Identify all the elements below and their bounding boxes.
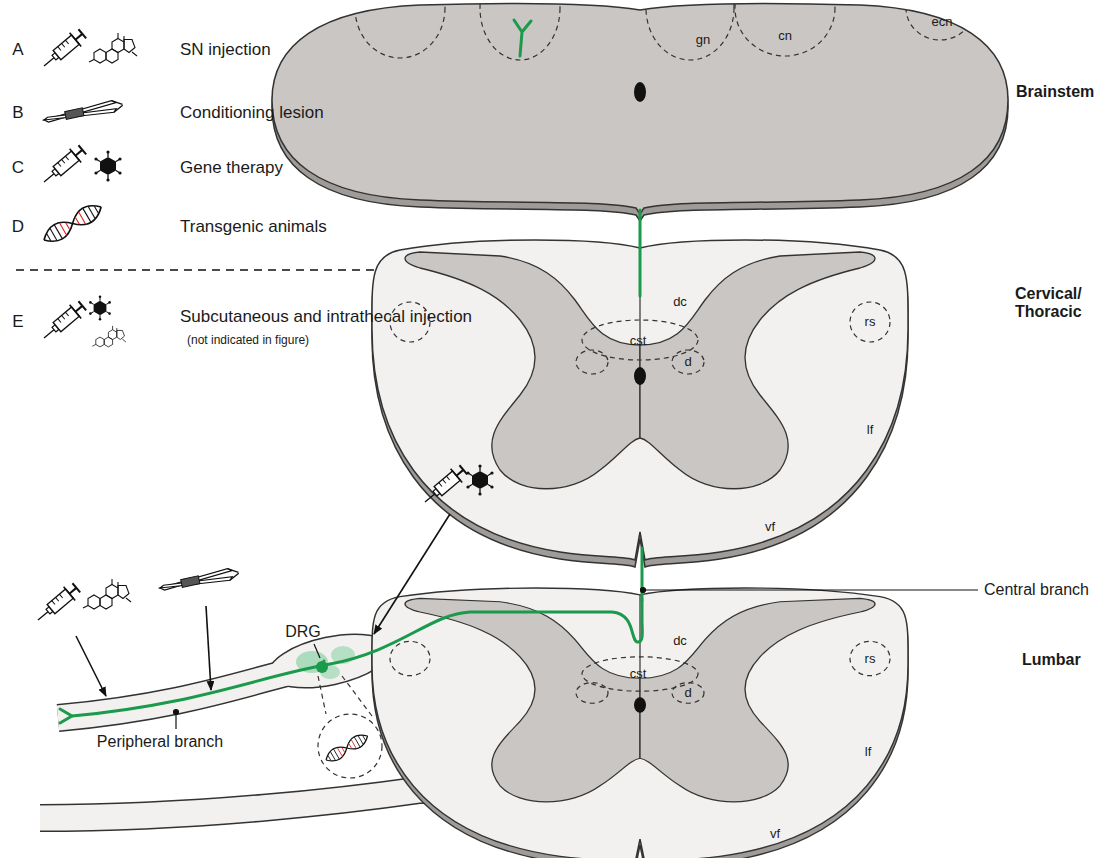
legend-letter: A	[12, 40, 23, 60]
region-label: d	[684, 686, 691, 701]
branch-label: Central branch	[984, 581, 1089, 599]
section-title: Brainstem	[1016, 83, 1094, 101]
dna-icon	[323, 731, 371, 765]
legend-text: Conditioning lesion	[180, 103, 324, 123]
region-label: dc	[673, 295, 687, 310]
region-label: vf	[770, 827, 780, 842]
region-label: lf	[865, 745, 872, 760]
legend-text: Transgenic animals	[180, 217, 327, 237]
region-label: vf	[765, 520, 775, 535]
lumbar-section	[372, 588, 908, 858]
legend-letter: D	[12, 217, 24, 237]
branch-label: Peripheral branch	[97, 733, 223, 751]
legend-letter: B	[12, 103, 23, 123]
leader-lines	[174, 588, 979, 730]
region-label: ecn	[932, 15, 953, 30]
legend-text: SN injection	[180, 40, 271, 60]
region-label: lf	[867, 423, 874, 438]
sensory-neuron	[60, 20, 642, 723]
ganglion-label: DRG	[285, 623, 321, 641]
section-title: Lumbar	[1022, 651, 1081, 669]
legend-letter: C	[12, 158, 24, 178]
section-title: Cervical/ Thoracic	[1015, 285, 1099, 322]
legend-text: Subcutaneous and intrathecal injection	[180, 307, 472, 327]
treatment-icons	[32, 463, 493, 696]
region-label: cn	[778, 29, 792, 44]
brainstem-section	[272, 0, 1008, 221]
region-label: cst	[630, 667, 647, 682]
drg-callout	[318, 676, 382, 778]
region-label: rs	[865, 315, 876, 330]
region-label: rs	[865, 652, 876, 667]
region-label: gn	[696, 33, 710, 48]
region-label: cst	[630, 334, 647, 349]
legend-text: Gene therapy	[180, 158, 283, 178]
region-label: dc	[673, 634, 687, 649]
legend-letter: E	[12, 312, 23, 332]
legend-note: (not indicated in figure)	[187, 334, 309, 348]
region-label: d	[684, 355, 691, 370]
